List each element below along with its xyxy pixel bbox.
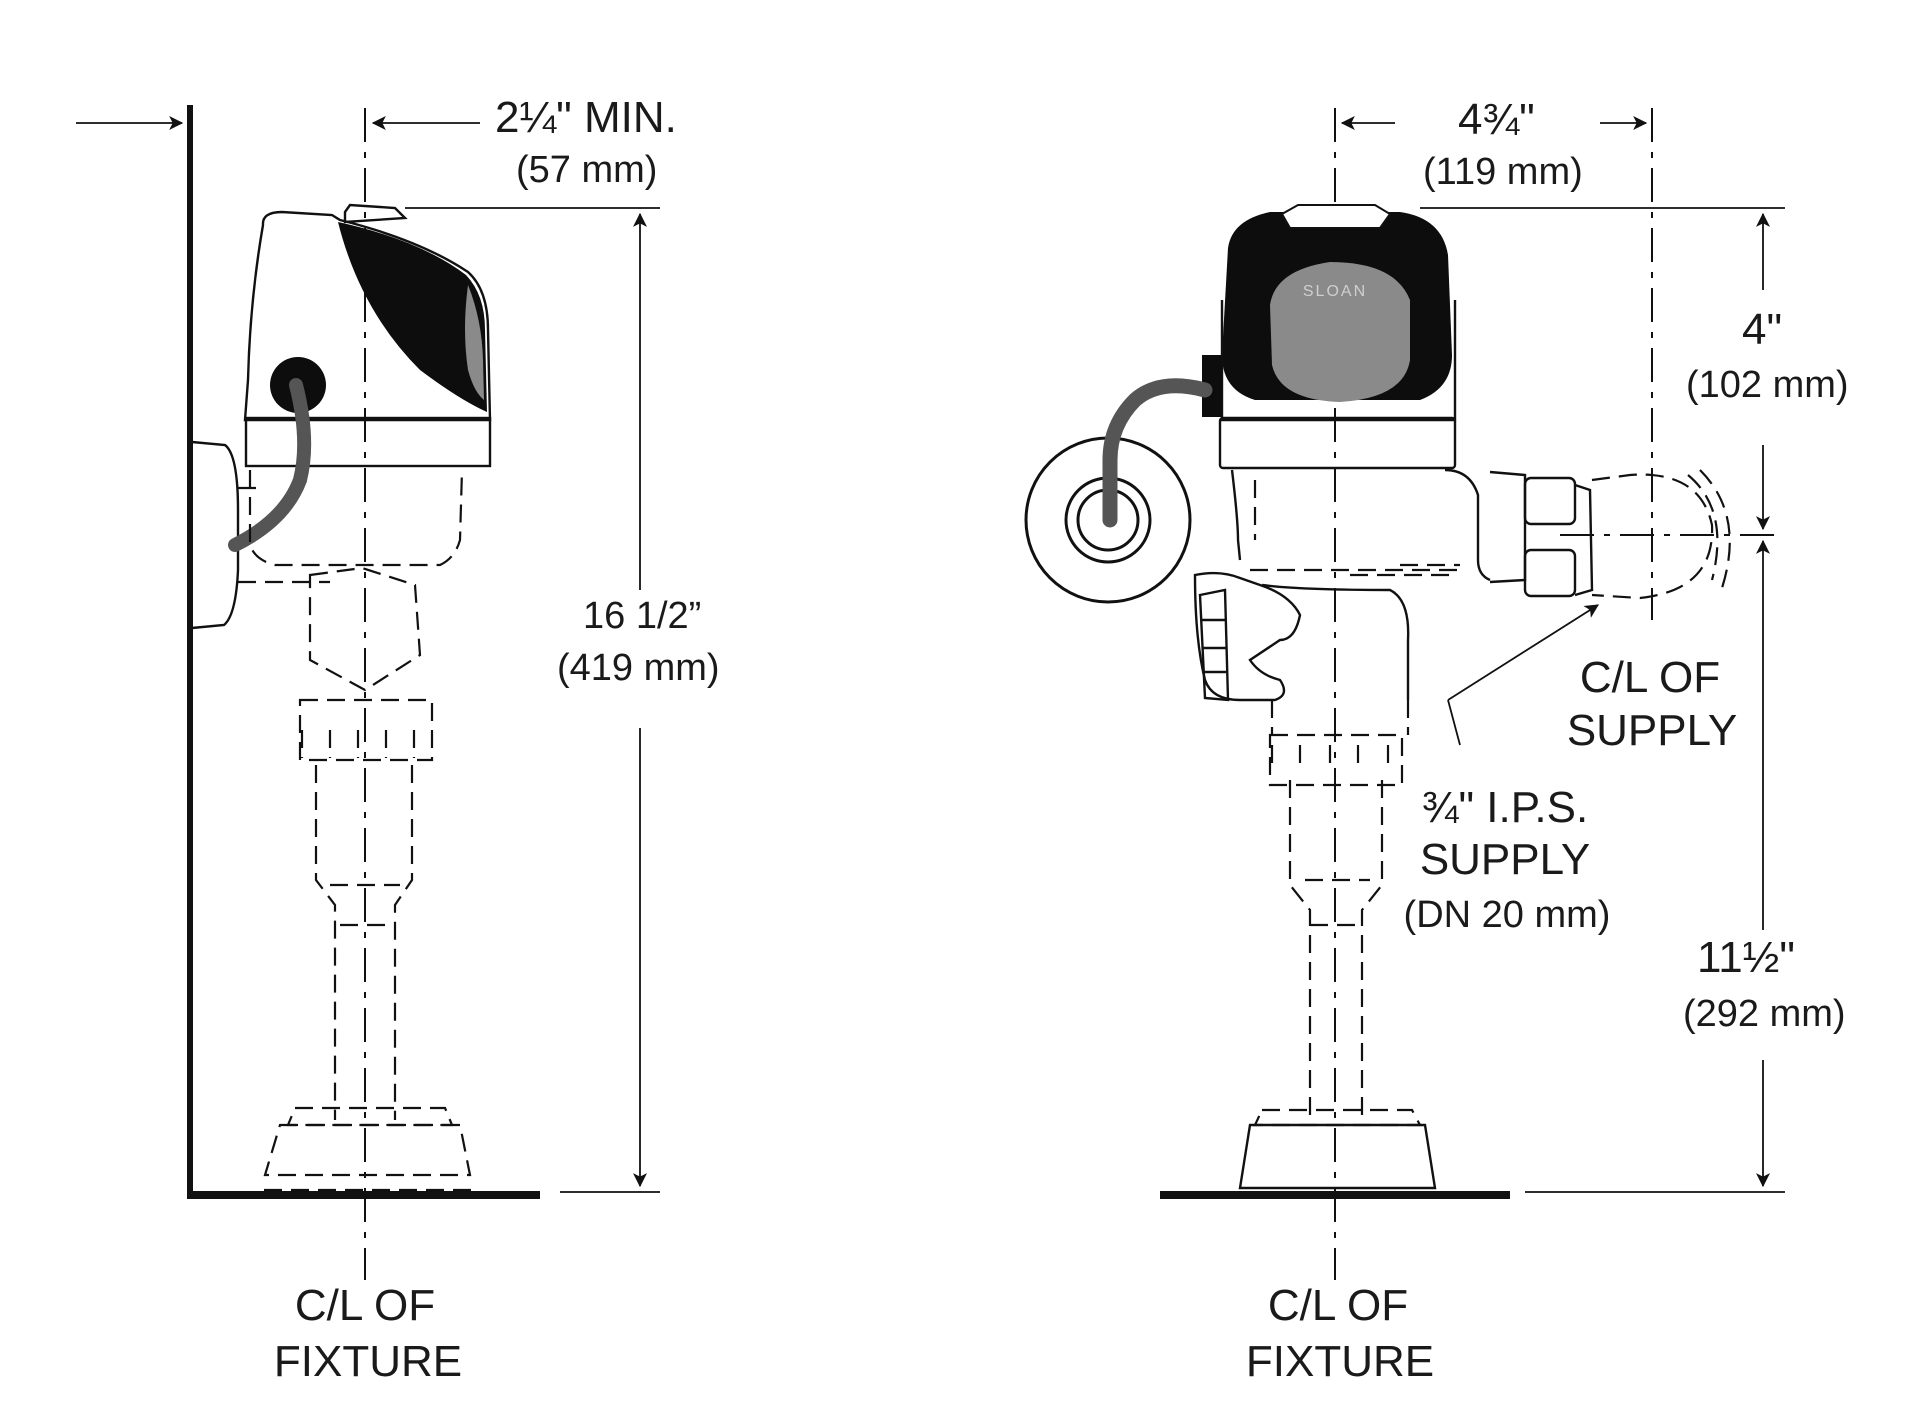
- sensor-window-front: [1270, 262, 1410, 402]
- sensor-housing-side: [243, 210, 492, 422]
- sensor-window-side: [465, 285, 484, 400]
- supply-nut-top: [1523, 476, 1577, 526]
- sensor-lens-side: [338, 222, 487, 412]
- tailpiece-side: [314, 765, 414, 1120]
- sensor-button-front: [1280, 204, 1392, 229]
- bottom-dim: 11½": [1697, 933, 1795, 982]
- sensor-button-side: [343, 203, 408, 224]
- body-dashed-front: [1250, 480, 1460, 577]
- tailpiece-front: [1288, 780, 1384, 1120]
- supply-elbow-arcs: [1687, 469, 1731, 589]
- fixture-cl-label-right-1: C/L OF: [1268, 1281, 1408, 1330]
- supply-cl-label-2: SUPPLY: [1567, 706, 1737, 755]
- coupling-side: [298, 698, 434, 762]
- coupling-front: [1268, 733, 1404, 787]
- supply-pipe-dashed: [1591, 473, 1714, 600]
- supply-coupling: [1574, 483, 1594, 597]
- coupling-lugs-front: [1270, 745, 1390, 770]
- front-view: 4¾" (119 mm) 4" (102 mm) 11½" (292 mm) S…: [1024, 95, 1849, 1386]
- setback-dim: 2¼" MIN.: [495, 93, 677, 142]
- fixture-cl-label-left-1: C/L OF: [295, 1281, 435, 1330]
- top-metric: (102 mm): [1686, 364, 1849, 406]
- side-view: 2¼" MIN. (57 mm) 16 1/2” (419 mm) C/L O: [76, 93, 720, 1386]
- supply-stop-body: [1489, 470, 1527, 584]
- spud-top-side: [286, 1106, 454, 1127]
- spud-flange-side: [263, 1123, 472, 1177]
- supply-size-label-2: SUPPLY: [1420, 835, 1590, 884]
- supply-nut-bottom: [1523, 548, 1577, 598]
- height-metric: (419 mm): [557, 647, 720, 689]
- handle-ribs: [1202, 618, 1226, 674]
- sensor-base-side: [244, 416, 492, 468]
- body-side-dash: [1270, 700, 1410, 735]
- cable-side: [228, 378, 312, 552]
- height-dim: 16 1/2”: [583, 595, 701, 637]
- cable-front: [1102, 378, 1213, 528]
- supply-leader-arrow: [1447, 604, 1599, 701]
- supply-leader-line: [1447, 699, 1461, 746]
- sensor-base-front: [1218, 416, 1457, 470]
- fixture-cl-label-right-2: FIXTURE: [1246, 1337, 1434, 1386]
- fixture-cl-label-left-2: FIXTURE: [274, 1337, 462, 1386]
- spud-flange-front: [1238, 1123, 1437, 1190]
- spud-top-front: [1253, 1108, 1422, 1127]
- coupling-lugs-side: [300, 730, 416, 758]
- supply-size-label-1: ¾" I.P.S.: [1422, 783, 1588, 832]
- valve-body-front: [1230, 468, 1491, 582]
- valve-body-side: [248, 469, 464, 567]
- width-dim: 4¾": [1458, 95, 1535, 144]
- vacuum-breaker-front: [1305, 878, 1370, 927]
- handle-grip: [1198, 588, 1230, 702]
- vacuum-breaker-side: [330, 883, 400, 927]
- setback-metric: (57 mm): [516, 149, 657, 191]
- wall-flange: [191, 440, 240, 630]
- main-body-lower: [1261, 583, 1410, 700]
- hex-nut-side: [308, 566, 422, 692]
- cable-port-front: [1202, 355, 1222, 417]
- brand-logo: SLOAN: [1303, 283, 1367, 300]
- bottom-metric: (292 mm): [1683, 993, 1846, 1035]
- width-metric: (119 mm): [1423, 151, 1583, 193]
- supply-cl-label-1: C/L OF: [1580, 653, 1720, 702]
- supply-metric-label: (DN 20 mm): [1404, 894, 1611, 936]
- top-dim: 4": [1742, 305, 1782, 354]
